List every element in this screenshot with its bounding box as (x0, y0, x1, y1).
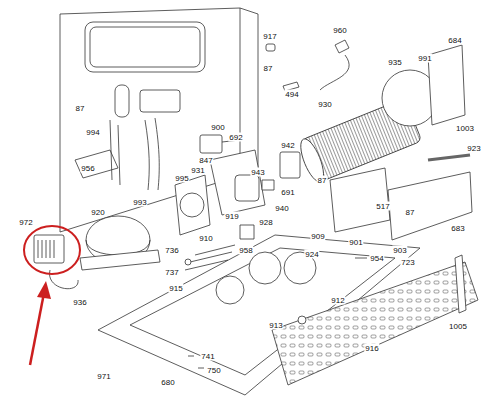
callout-number: 928 (258, 218, 273, 227)
callout-number: 994 (85, 128, 100, 137)
callout-number: 87 (405, 208, 416, 217)
callout-number: 692 (228, 133, 243, 142)
callout-number: 993 (132, 198, 147, 207)
callout-number: 995 (174, 174, 189, 183)
callout-number: 923 (466, 144, 481, 153)
callout-number: 912 (330, 296, 345, 305)
callout-number: 517 (375, 202, 390, 211)
callout-number: 683 (450, 224, 465, 233)
callout-number: 916 (364, 344, 379, 353)
callout-number: 919 (224, 212, 239, 221)
callout-number: 942 (280, 141, 295, 150)
callout-number: 903 (392, 246, 407, 255)
callout-number: 940 (274, 204, 289, 213)
callout-number: 956 (80, 164, 95, 173)
callout-number: 943 (250, 168, 265, 177)
callout-number: 936 (72, 298, 87, 307)
callout-number: 920 (90, 208, 105, 217)
callout-number: 1005 (448, 322, 468, 331)
callout-number: 750 (206, 366, 221, 375)
callout-number: 900 (210, 123, 225, 132)
callout-number: 847 (198, 156, 213, 165)
callout-number: 954 (369, 254, 384, 263)
callout-number: 958 (238, 246, 253, 255)
callout-number: 737 (164, 268, 179, 277)
callout-number: 909 (310, 232, 325, 241)
callout-number: 494 (284, 90, 299, 99)
callout-number: 910 (198, 234, 213, 243)
callout-number: 960 (332, 26, 347, 35)
callout-number: 972 (18, 218, 33, 227)
callout-number: 901 (348, 238, 363, 247)
callout-number: 741 (200, 352, 215, 361)
callout-number: 913 (268, 321, 283, 330)
callout-number: 87 (317, 176, 328, 185)
callout-number: 915 (168, 284, 183, 293)
callout-number: 736 (164, 246, 179, 255)
callout-number: 935 (387, 58, 402, 67)
callout-number: 991 (417, 54, 432, 63)
callout-number: 930 (317, 100, 332, 109)
callout-number: 684 (447, 36, 462, 45)
callout-number: 87 (75, 104, 86, 113)
callout-number: 691 (280, 188, 295, 197)
callout-number: 87 (263, 64, 274, 73)
callout-number: 971 (96, 372, 111, 381)
callout-number: 931 (190, 166, 205, 175)
callout-number: 723 (400, 258, 415, 267)
callout-number: 917 (262, 32, 277, 41)
callout-number: 1003 (455, 124, 475, 133)
callout-number: 680 (160, 378, 175, 387)
callout-number: 924 (304, 250, 319, 259)
